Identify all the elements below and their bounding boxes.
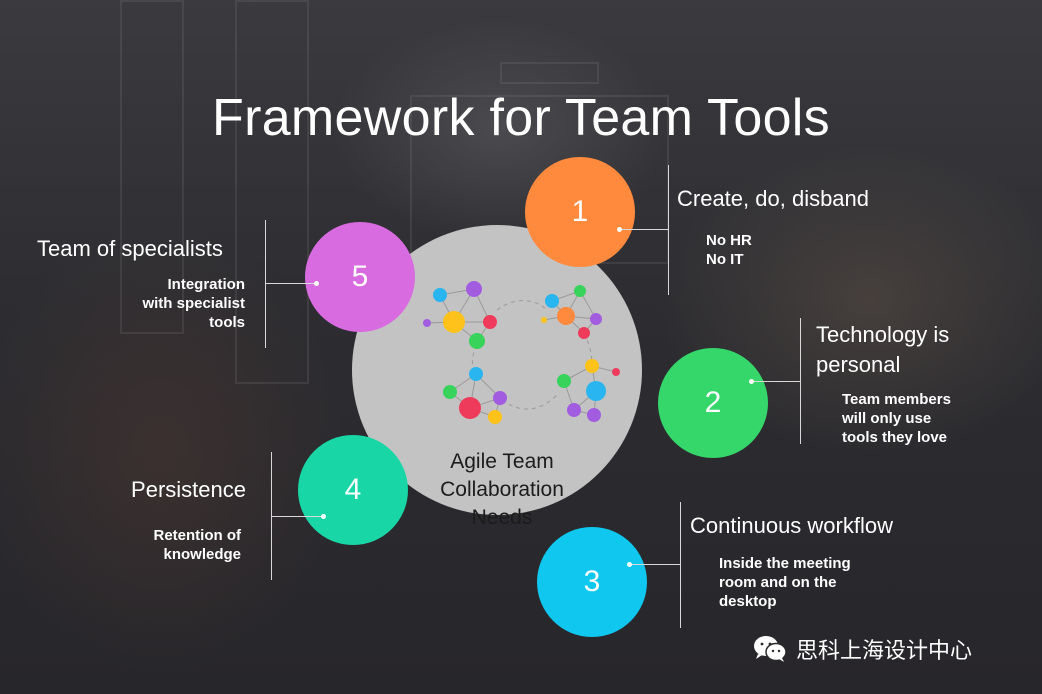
detail-line: knowledge bbox=[163, 546, 241, 563]
window-frame bbox=[235, 0, 309, 384]
pillar-5-circle: 5 bbox=[305, 222, 415, 332]
connector-line bbox=[680, 502, 681, 628]
pillar-3-number: 3 bbox=[583, 565, 601, 598]
connector-line bbox=[265, 220, 266, 348]
pillar-4-heading: Persistence bbox=[131, 477, 246, 502]
pillar-2-heading: Technology is personal bbox=[816, 320, 949, 380]
connector-line bbox=[668, 165, 669, 295]
detail-line: No HR bbox=[706, 232, 752, 249]
hub-label-line: Needs bbox=[471, 506, 533, 529]
pillar-5-number: 5 bbox=[351, 260, 369, 293]
pillar-3-heading: Continuous workflow bbox=[690, 513, 893, 538]
pillar-5-details: Integration with specialist tools bbox=[84, 275, 245, 332]
connector-dot bbox=[321, 514, 326, 519]
pillar-4-number: 4 bbox=[344, 473, 362, 506]
detail-line: Team members bbox=[842, 391, 951, 408]
window-frame bbox=[120, 0, 184, 334]
detail-line: tools they love bbox=[842, 429, 948, 446]
detail-line: room and on the bbox=[719, 574, 837, 591]
connector-dot bbox=[749, 379, 754, 384]
connector-dot bbox=[627, 562, 632, 567]
connector-dot bbox=[314, 281, 319, 286]
connector-line bbox=[619, 229, 669, 230]
detail-line: Inside the meeting bbox=[719, 555, 851, 572]
pillar-1-number: 1 bbox=[571, 195, 589, 228]
connector-line bbox=[800, 318, 801, 444]
detail-line: will only use bbox=[842, 410, 932, 427]
pillar-1-circle: 1 bbox=[525, 157, 635, 267]
page-title: Framework for Team Tools bbox=[212, 89, 830, 147]
detail-line: desktop bbox=[719, 593, 777, 610]
connector-line bbox=[265, 283, 318, 284]
brand-watermark: 思科上海设计中心 bbox=[752, 632, 972, 666]
detail-line: No IT bbox=[706, 251, 744, 268]
pillar-5-heading: Team of specialists bbox=[37, 236, 223, 261]
pillar-1-details: No HR No IT bbox=[706, 231, 752, 269]
detail-line: Retention of bbox=[153, 527, 242, 544]
hub-label-line: Agile Team bbox=[450, 450, 554, 473]
hub-label-line: Collaboration bbox=[440, 478, 564, 501]
pillar-4-details: Retention of knowledge bbox=[80, 526, 242, 564]
hub-label: Agile Team Collaboration Needs bbox=[432, 448, 572, 532]
pillar-3-details: Inside the meeting room and on the deskt… bbox=[719, 554, 851, 611]
pillar-2-circle: 2 bbox=[658, 348, 768, 458]
connector-line bbox=[629, 564, 681, 565]
detail-line: tools bbox=[209, 314, 245, 331]
heading-line: personal bbox=[816, 352, 901, 377]
ceiling-light bbox=[500, 62, 599, 84]
pillar-2-number: 2 bbox=[704, 386, 722, 419]
pillar-2-details: Team members will only use tools they lo… bbox=[842, 390, 951, 447]
heading-line: Technology is bbox=[816, 322, 950, 347]
detail-line: Integration bbox=[167, 276, 246, 293]
connector-line bbox=[271, 516, 326, 517]
team-network-graphic bbox=[423, 281, 620, 424]
pillar-3-circle: 3 bbox=[537, 527, 647, 637]
connector-dot bbox=[617, 227, 622, 232]
connector-line bbox=[271, 452, 272, 580]
detail-line: with specialist bbox=[142, 295, 245, 312]
pillar-4-circle: 4 bbox=[298, 435, 408, 545]
connector-line bbox=[751, 381, 801, 382]
pillar-1-heading: Create, do, disband bbox=[677, 186, 870, 211]
brand-name: 思科上海设计中心 bbox=[796, 638, 973, 663]
wechat-icon bbox=[754, 636, 787, 662]
